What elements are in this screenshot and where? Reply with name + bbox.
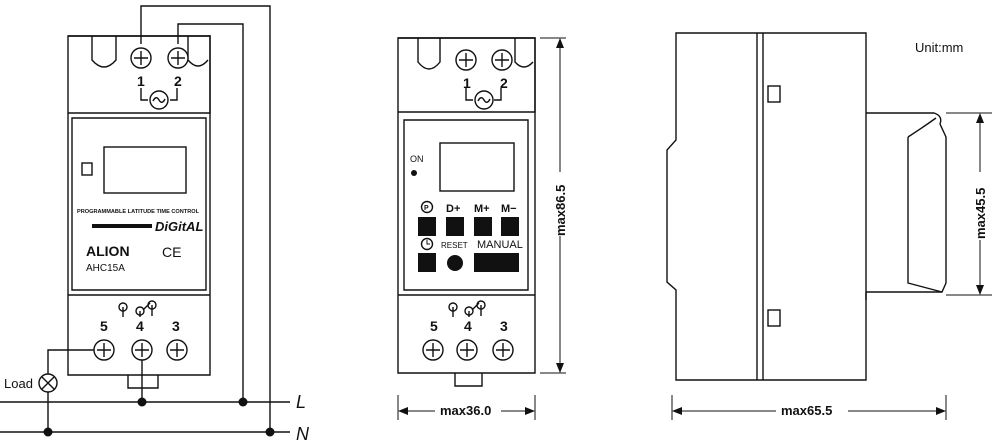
side-window-top: [767, 85, 781, 103]
d-plus-key[interactable]: [446, 217, 464, 236]
key-label-m-plus: M+: [474, 203, 490, 215]
wiring-top-terminal-2: 2: [174, 73, 182, 89]
side-height-dimension: max45.5: [973, 188, 988, 239]
side-depth-dimension: max65.5: [781, 403, 832, 418]
wiring-panel-title: PROGRAMMABLE LATITUDE TIME CONTROL: [77, 209, 200, 215]
wiring-lcd-screen: [103, 146, 187, 194]
key-label-m-minus: M−: [501, 203, 517, 215]
wiring-bottom-terminal-5: 5: [100, 318, 108, 334]
wiring-logo-text: DiGitAL: [155, 219, 203, 234]
wiring-top-terminal-1: 1: [137, 73, 145, 89]
front-bottom-terminal-4: 4: [464, 318, 472, 334]
front-height-dimension: max86.5: [553, 185, 568, 236]
load-label: Load: [4, 376, 33, 391]
neutral-label: N: [296, 424, 310, 442]
m-minus-key[interactable]: [501, 217, 519, 236]
front-lcd-screen: [439, 142, 515, 192]
reset-label: RESET: [441, 241, 468, 250]
wiring-model: AHC15A: [86, 263, 125, 274]
front-bottom-terminal-5: 5: [430, 318, 438, 334]
line-label: L: [296, 392, 306, 412]
wiring-ce-mark: CE: [162, 244, 181, 260]
manual-label: MANUAL: [477, 239, 523, 251]
m-plus-key[interactable]: [474, 217, 492, 236]
wiring-bottom-terminal-3: 3: [172, 318, 180, 334]
program-key[interactable]: [418, 217, 436, 236]
front-bottom-terminal-3: 3: [500, 318, 508, 334]
clock-key[interactable]: [418, 253, 436, 272]
front-on-label: ON: [410, 154, 424, 164]
wiring-brand: ALION: [86, 243, 130, 259]
side-window-bottom: [767, 309, 781, 327]
front-top-terminal-2: 2: [500, 75, 508, 91]
unit-label: Unit:mm: [915, 40, 963, 55]
wiring-view: 1 2 PROGRAMMABLE LATITUDE TIME CONTROL D…: [0, 5, 310, 442]
side-view: Unit:mm max45.5 max65.5: [666, 32, 992, 420]
program-icon: [420, 200, 434, 214]
key-label-d-plus: D+: [446, 203, 460, 215]
svg-text:P: P: [424, 205, 429, 212]
front-width-dimension: max36.0: [440, 403, 491, 418]
wiring-indicator-window: [81, 162, 93, 176]
front-top-terminal-1: 1: [463, 75, 471, 91]
clock-icon: [420, 237, 434, 251]
front-view: 1 2 ON P D+ M+ M− RESET MANUAL: [397, 37, 570, 420]
manual-key[interactable]: [474, 253, 519, 272]
wiring-bottom-terminal-4: 4: [136, 318, 144, 334]
reset-button[interactable]: [447, 255, 463, 271]
